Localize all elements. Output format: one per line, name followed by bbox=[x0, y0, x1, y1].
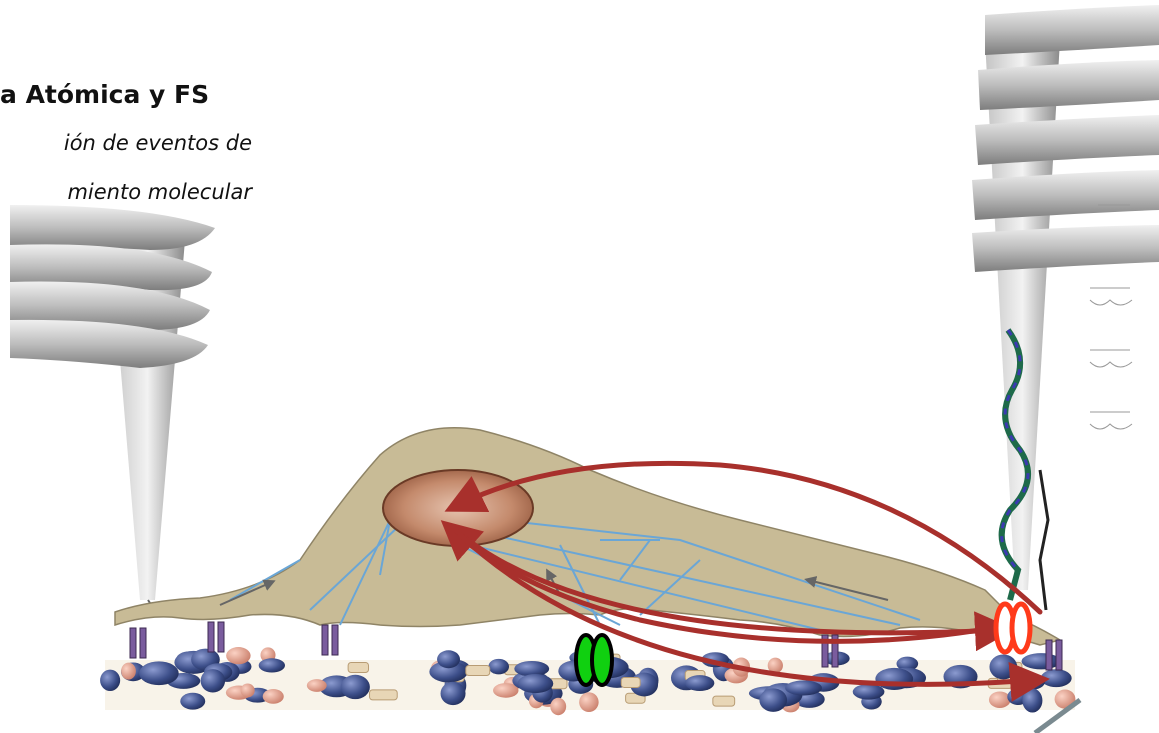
ecm-protein bbox=[989, 692, 1011, 708]
subtitle-line-1: ión de eventos de bbox=[64, 131, 252, 155]
ecm-protein bbox=[853, 684, 885, 700]
ecm-protein bbox=[488, 659, 509, 675]
ecm-protein bbox=[713, 696, 735, 706]
ecm-protein bbox=[989, 654, 1017, 679]
ecm-protein bbox=[1041, 669, 1072, 687]
ecm-protein bbox=[621, 677, 640, 687]
ecm-protein bbox=[1022, 653, 1061, 669]
ecm-protein bbox=[514, 661, 549, 677]
ecm-protein bbox=[241, 683, 255, 697]
ecm-protein bbox=[437, 650, 460, 668]
ecm-protein bbox=[466, 666, 490, 676]
ecm-protein bbox=[201, 669, 225, 692]
integrin-red-icon bbox=[996, 604, 1030, 652]
ecm-protein bbox=[121, 663, 136, 680]
ecm-protein bbox=[226, 647, 250, 664]
ecm-protein bbox=[307, 679, 327, 692]
ecm-protein bbox=[263, 689, 284, 704]
page-title: a Atómica y FS bbox=[0, 80, 209, 109]
ecm-protein bbox=[348, 663, 368, 673]
ecm-protein bbox=[441, 682, 466, 705]
integrin-green-icon bbox=[576, 635, 612, 685]
ecm-protein bbox=[1022, 688, 1042, 712]
afm-cantilever-left-icon bbox=[10, 205, 215, 606]
ecm-protein bbox=[370, 690, 398, 700]
ecm-protein bbox=[139, 661, 179, 685]
ecm-protein bbox=[100, 670, 120, 691]
ecm-protein bbox=[685, 675, 714, 691]
afm-cantilever-right-icon bbox=[972, 5, 1159, 590]
ecm-protein bbox=[518, 674, 554, 693]
subtitle-line-2: miento molecular bbox=[67, 180, 252, 204]
ecm-protein bbox=[550, 698, 566, 715]
ecm-protein bbox=[579, 692, 599, 712]
ecm-protein bbox=[759, 688, 787, 711]
ecm-protein bbox=[259, 658, 285, 672]
ecm-protein bbox=[785, 680, 822, 695]
ecm-protein bbox=[341, 675, 370, 699]
ecm-protein bbox=[180, 693, 205, 710]
cell-icon bbox=[115, 428, 1060, 645]
